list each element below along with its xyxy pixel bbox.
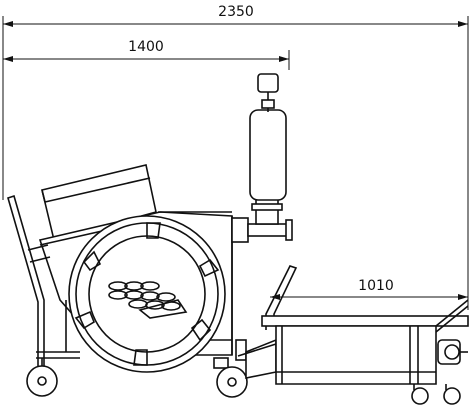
dimension-hopper: 1010 [270,278,468,300]
mixing-trough [261,265,469,405]
dimension-machine-label: 1400 [128,39,164,55]
right-wheel [213,339,248,398]
dimension-hopper-label: 1010 [358,278,394,294]
left-wheel [26,358,58,397]
outlet-assembly [231,73,293,243]
feed-hopper [41,164,157,241]
drum [68,215,226,373]
rotor-lobes [108,281,188,319]
dimension-overall: 2350 [2,4,469,310]
machine [7,73,469,405]
dimension-machine: 1400 [3,39,290,70]
dimension-overall-label: 2350 [218,4,254,20]
